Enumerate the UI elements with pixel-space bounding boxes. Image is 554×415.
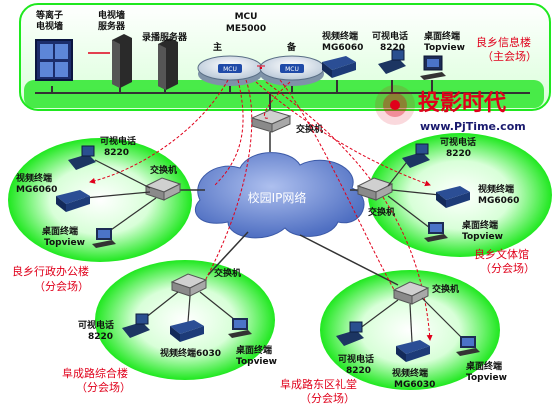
east-site-panel (320, 270, 500, 390)
culture-site-name-2: （分会场） (480, 261, 535, 275)
mcu-main-device: MCU (197, 55, 263, 86)
culture-site-name-1: 良乡文体馆 (474, 247, 529, 261)
core-switch-label: 交换机 (296, 123, 323, 135)
culture-phone-label-2: 8220 (446, 149, 471, 159)
main-video-phone (378, 49, 406, 74)
fucheng-video-label: 视频终端6030 (160, 347, 221, 359)
admin-site-name-2: （分会场） (34, 279, 89, 293)
admin-phone-label-1: 可视电话 (100, 135, 136, 147)
brand-url: www.PjTime.com (420, 120, 526, 133)
fucheng-site-name-2: （分会场） (76, 380, 131, 394)
tv-wall-label-1: 等离子 (35, 9, 63, 21)
tv-wall-label-2: 电视墙 (36, 20, 63, 32)
east-desktop-terminal (456, 336, 480, 356)
tv-wall-server (112, 34, 132, 88)
record-server-label: 录播服务器 (142, 31, 188, 43)
east-phone-label-2: 8220 (346, 366, 371, 376)
east-video-label-1: 视频终端 (392, 367, 428, 379)
main-video-label-2: MG6060 (322, 43, 363, 53)
fucheng-desktop-label-2: Topview (236, 357, 277, 367)
culture-desktop-label-2: Topview (462, 232, 503, 242)
campus-ip-cloud (194, 152, 365, 239)
mcu-title-1: MCU (235, 12, 258, 22)
east-video-label-2: MG6030 (394, 380, 435, 390)
east-video-phone (336, 321, 364, 346)
mcu-title-2: ME5000 (226, 24, 266, 34)
culture-video-label-2: MG6060 (478, 196, 519, 206)
main-site-name-1: 良乡信息楼 (476, 35, 531, 49)
admin-video-phone (68, 145, 96, 170)
tv-server-label-1: 电视墙 (98, 9, 125, 21)
fucheng-video-phone (122, 313, 150, 338)
admin-desktop-label-2: Topview (44, 238, 85, 248)
fucheng-site-name-1: 阜成路综合楼 (62, 366, 128, 380)
admin-desktop-label-1: 桌面终端 (42, 225, 78, 237)
culture-switch (356, 177, 394, 201)
main-phone-label-2: 8220 (380, 43, 405, 53)
admin-switch (144, 177, 182, 201)
main-desktop-label-2: Topview (424, 43, 465, 53)
admin-video-label-2: MG6060 (16, 185, 57, 195)
mcu-main-tag: MCU (223, 66, 237, 73)
mcu-backup-tag: MCU (285, 66, 299, 73)
east-switch (392, 281, 430, 305)
culture-desktop-label-1: 桌面终端 (462, 219, 498, 231)
pjtime-logo (375, 85, 415, 125)
main-desktop-label-1: 桌面终端 (424, 30, 460, 42)
admin-site-name-1: 良乡行政办公楼 (12, 264, 89, 278)
east-switch-label: 交换机 (432, 283, 459, 295)
main-phone-label-1: 可视电话 (372, 30, 408, 42)
fucheng-switch-label: 交换机 (214, 267, 241, 279)
recording-server (158, 38, 178, 90)
admin-desktop-terminal (92, 228, 116, 248)
mcu-backup-device: MCU (259, 55, 325, 86)
east-phone-label-1: 可视电话 (338, 353, 374, 365)
fucheng-switch (170, 273, 208, 297)
main-desktop-terminal (420, 55, 446, 80)
mcu-backup-label: 备 (286, 41, 297, 53)
main-video-label-1: 视频终端 (322, 30, 358, 42)
culture-desktop-terminal (424, 222, 448, 242)
admin-switch-label: 交换机 (150, 164, 177, 176)
admin-video-label-1: 视频终端 (16, 172, 52, 184)
admin-links (84, 159, 157, 233)
mcu-main-label: 主 (213, 41, 222, 53)
fucheng-site-panel (95, 260, 275, 380)
east-video-terminal (396, 340, 430, 362)
brand-title: 投影时代 (418, 91, 506, 116)
fucheng-phone-label-2: 8220 (88, 332, 113, 342)
admin-video-terminal (56, 190, 90, 212)
fucheng-desktop-terminal (228, 318, 252, 338)
main-video-terminal (322, 56, 356, 78)
cloud-label: 校园IP网络 (248, 190, 307, 205)
plasma-tv-wall (35, 39, 73, 81)
fucheng-phone-label-1: 可视电话 (78, 319, 114, 331)
fucheng-desktop-label-1: 桌面终端 (236, 344, 272, 356)
culture-video-phone (402, 143, 430, 168)
admin-phone-label-2: 8220 (104, 148, 129, 158)
culture-switch-label: 交换机 (368, 206, 395, 218)
culture-video-label-1: 视频终端 (478, 183, 514, 195)
east-desktop-label-1: 桌面终端 (466, 360, 502, 372)
signal-paths (89, 79, 433, 341)
fucheng-video-terminal (170, 320, 204, 342)
core-switch (250, 109, 292, 133)
main-site-name-2: （主会场） (482, 49, 537, 63)
tv-server-label-2: 服务器 (98, 20, 126, 32)
east-site-name-1: 阜成路东区礼堂 (280, 377, 357, 391)
culture-video-terminal (436, 186, 470, 208)
east-site-name-2: （分会场） (300, 391, 355, 405)
culture-phone-label-1: 可视电话 (440, 136, 476, 148)
network-links (178, 132, 399, 286)
admin-site-panel (8, 138, 192, 262)
east-desktop-label-2: Topview (466, 373, 507, 383)
